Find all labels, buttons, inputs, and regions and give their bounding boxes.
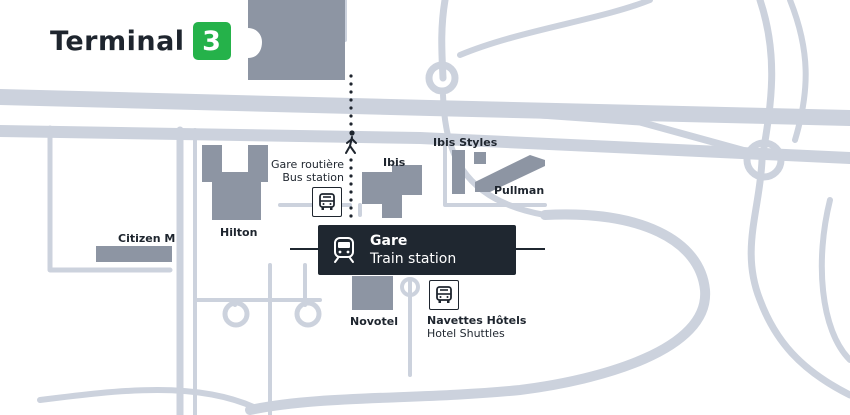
label-hotel-shuttles-en: Hotel Shuttles xyxy=(427,327,505,340)
pedestrian-icon xyxy=(345,130,357,154)
station-name-fr: Gare xyxy=(370,232,408,249)
terminal-building xyxy=(248,0,345,80)
citizen-m-building xyxy=(96,246,172,262)
ibis-building xyxy=(362,165,422,218)
label-hotel-shuttles-fr: Navettes Hôtels xyxy=(427,314,527,327)
walk-path-dots xyxy=(349,74,353,218)
terminal-title: Terminal 3 xyxy=(50,22,231,60)
train-icon xyxy=(334,237,354,263)
label-pullman: Pullman xyxy=(494,184,545,197)
label-hilton: Hilton xyxy=(220,226,258,239)
terminal-number-badge: 3 xyxy=(192,22,231,60)
bus-station-icon-box xyxy=(312,187,342,217)
service-road xyxy=(0,125,850,164)
label-citizen-m: Citizen M xyxy=(118,232,176,245)
terminal-title-text: Terminal xyxy=(50,25,185,57)
roundabout-east xyxy=(743,139,785,181)
bus-icon xyxy=(319,193,335,210)
ibis-styles-building xyxy=(452,150,486,194)
station-name-en: Train station xyxy=(370,250,457,267)
label-hotel-shuttles: Navettes Hôtels Hotel Shuttles xyxy=(427,314,526,340)
bus-icon xyxy=(436,286,452,303)
pullman-building xyxy=(475,155,545,192)
train-station-box: Gare Train station xyxy=(318,225,516,275)
roundabout-north xyxy=(425,61,459,95)
label-ibis: Ibis xyxy=(383,156,406,169)
novotel-building xyxy=(352,276,393,310)
hilton-building xyxy=(202,145,268,220)
label-bus-station: Gare routière Bus station xyxy=(270,158,344,184)
label-bus-station-en: Bus station xyxy=(282,171,344,184)
label-novotel: Novotel xyxy=(350,315,398,328)
label-ibis-styles: Ibis Styles xyxy=(433,136,498,149)
label-bus-station-fr: Gare routière xyxy=(271,158,344,171)
hotel-shuttle-icon-box xyxy=(429,280,459,310)
highway xyxy=(0,89,850,126)
expressway-right xyxy=(466,106,850,164)
